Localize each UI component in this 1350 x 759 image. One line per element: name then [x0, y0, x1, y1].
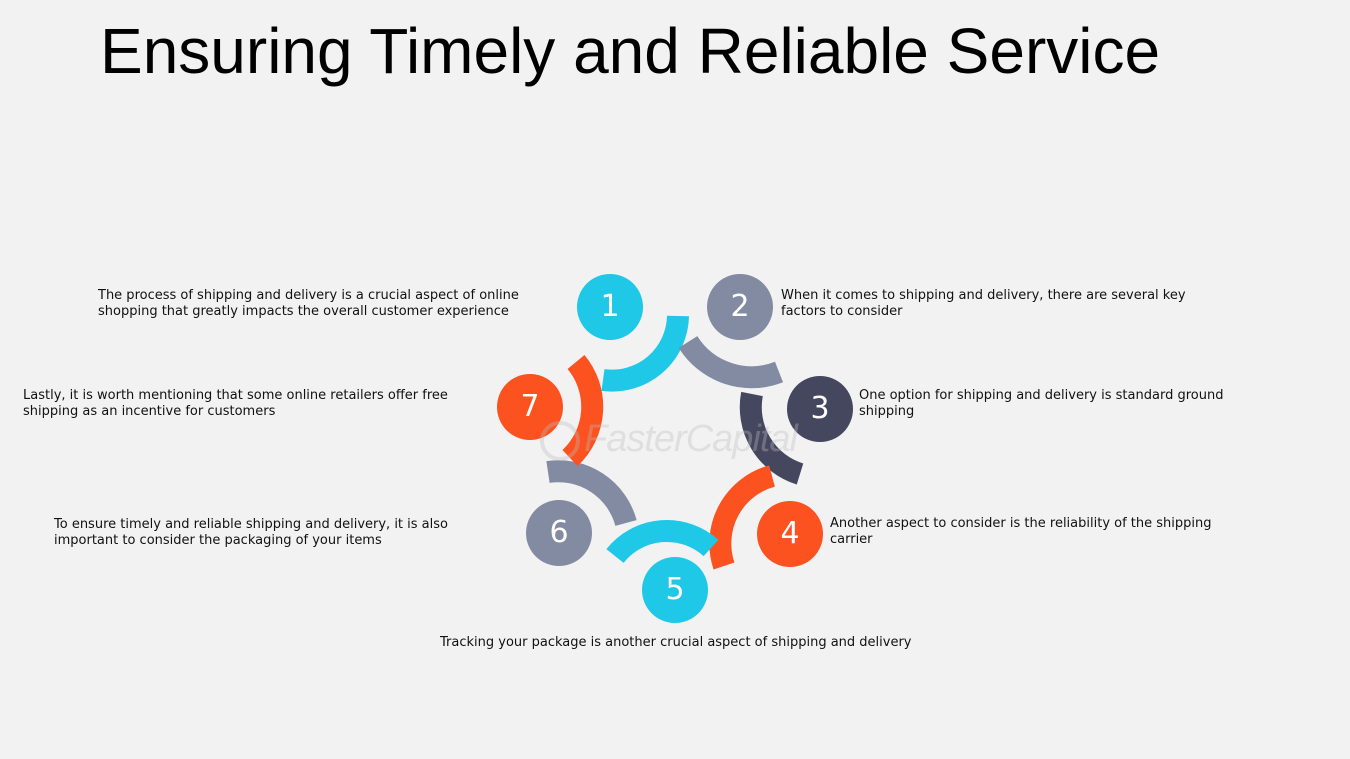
gear-icon — [540, 420, 580, 461]
arc-6 — [546, 460, 637, 527]
step-text-1: The process of shipping and delivery is … — [98, 288, 519, 319]
step-text-2: When it comes to shipping and delivery, … — [781, 288, 1186, 319]
watermark-text: FasterCapital — [584, 418, 798, 460]
arc-3 — [739, 391, 804, 485]
step-number-7: 7 — [520, 388, 540, 424]
arc-2 — [678, 335, 784, 389]
watermark: FasterCapital — [540, 418, 798, 461]
step-number-2: 2 — [730, 288, 750, 324]
step-text-7: Lastly, it is worth mentioning that some… — [23, 388, 448, 419]
step-circle-2 — [707, 274, 773, 340]
step-circle-5 — [642, 557, 708, 623]
page-title: Ensuring Timely and Reliable Service — [100, 15, 1161, 87]
step-number-1: 1 — [600, 288, 620, 324]
arc-1 — [601, 315, 689, 392]
step-text-5: Tracking your package is another crucial… — [440, 635, 912, 650]
step-text-4: Another aspect to consider is the reliab… — [830, 516, 1212, 547]
step-number-3: 3 — [810, 390, 830, 426]
step-circle-3 — [787, 376, 853, 442]
step-circle-7 — [497, 374, 563, 440]
step-circle-6 — [526, 500, 592, 566]
step-text-6: To ensure timely and reliable shipping a… — [54, 517, 448, 548]
step-circle-4 — [757, 501, 823, 567]
step-circle-1 — [577, 274, 643, 340]
arc-5 — [606, 519, 719, 564]
arc-7 — [562, 354, 604, 467]
step-number-4: 4 — [780, 515, 800, 551]
step-text-3: One option for shipping and delivery is … — [859, 388, 1224, 419]
arc-4 — [709, 465, 776, 570]
step-number-5: 5 — [665, 571, 685, 607]
step-number-6: 6 — [549, 514, 569, 550]
